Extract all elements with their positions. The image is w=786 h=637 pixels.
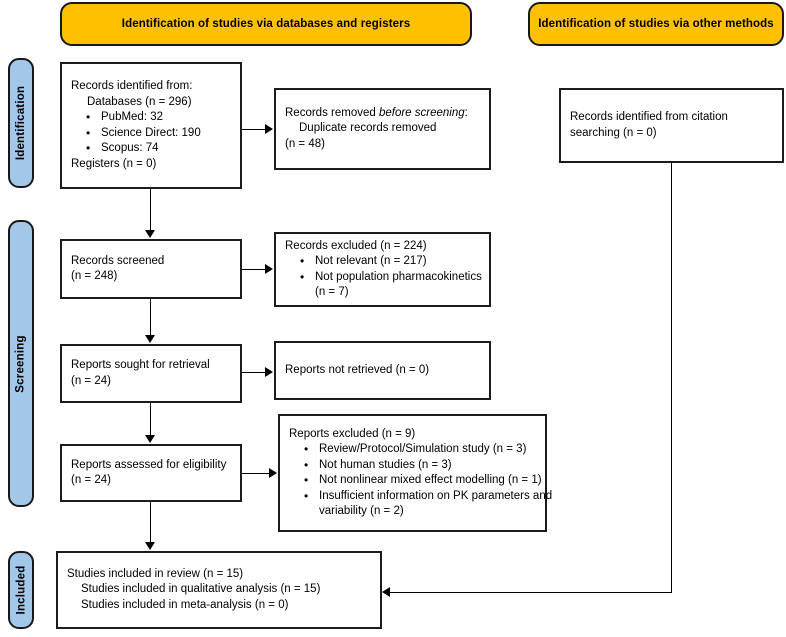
arrowhead-screened-to-sought — [145, 335, 155, 343]
connector-assessed-to-included — [150, 502, 151, 543]
citation-searching-line2: searching (n = 0) — [570, 126, 657, 139]
records-removed-line1-emphasis: before screening — [378, 106, 465, 119]
arrowhead-identified-to-screened — [145, 230, 155, 238]
banner-identification-other-methods: Identification of studies via other meth… — [528, 2, 784, 46]
records-excluded-bullet-not-popk: Not population pharmacokinetics — [285, 270, 482, 286]
studies-included-qualitative: Studies included in qualitative analysis… — [81, 583, 321, 596]
reports-sought-line1: Reports sought for retrieval — [71, 359, 210, 371]
reports-excluded-bullet-not-human: Not human studies (n = 3) — [289, 458, 536, 474]
connector-assessed-to-excluded — [242, 473, 270, 474]
reports-assessed-count: (n = 24) — [71, 474, 111, 486]
connector-identified-to-removed — [242, 129, 266, 130]
stage-label-included-text: Included — [15, 565, 28, 615]
arrowhead-identified-to-removed — [265, 124, 273, 134]
box-records-identified: Records identified from: Databases (n = … — [60, 62, 242, 189]
connector-sought-to-assessed — [150, 403, 151, 436]
records-removed-count: (n = 48) — [285, 137, 325, 150]
stage-label-identification: Identification — [8, 58, 34, 188]
box-reports-not-retrieved: Reports not retrieved (n = 0) — [274, 341, 491, 400]
records-excluded-line1: Records excluded (n = 224) — [285, 239, 427, 252]
reports-excluded-bullet-review: Review/Protocol/Simulation study (n = 3) — [289, 442, 536, 458]
stage-label-screening-text: Screening — [15, 334, 27, 393]
records-identified-bullet-pubmed: PubMed: 32 — [71, 110, 231, 126]
connector-sought-to-not-retrieved — [242, 372, 266, 373]
citation-searching-line1: Records identified from citation — [570, 111, 728, 123]
records-screened-count: (n = 248) — [71, 270, 118, 282]
stage-label-identification-text: Identification — [15, 85, 28, 161]
connector-identified-to-screened — [150, 189, 151, 231]
reports-sought-count: (n = 24) — [71, 374, 111, 387]
arrowhead-assessed-to-included — [145, 542, 155, 550]
reports-excluded-line1: Reports excluded (n = 9) — [289, 427, 416, 440]
arrowhead-citation-to-included — [382, 587, 390, 597]
records-identified-bullet-science-direct: Science Direct: 190 — [71, 126, 231, 142]
banner-identification-databases: Identification of studies via databases … — [60, 2, 472, 46]
connector-screened-to-excluded — [242, 269, 266, 270]
records-removed-line1-prefix: Records removed — [285, 106, 379, 119]
box-records-removed: Records removed before screening: Duplic… — [274, 88, 491, 170]
box-records-screened: Records screened (n = 248) — [60, 239, 242, 299]
box-reports-excluded: Reports excluded (n = 9) Review/Protocol… — [278, 414, 552, 532]
studies-included-review: Studies included in review (n = 15) — [67, 567, 244, 580]
reports-excluded-bullet-insufficient: Insufficient information on PK parameter… — [289, 489, 552, 505]
box-citation-searching: Records identified from citation searchi… — [559, 88, 784, 163]
box-studies-included: Studies included in review (n = 15) Stud… — [56, 551, 382, 629]
box-reports-sought: Reports sought for retrieval (n = 24) — [60, 344, 242, 403]
reports-excluded-bullet-insufficient-cont: variability (n = 2) — [319, 505, 404, 517]
records-identified-line1: Records identified from: — [71, 80, 193, 92]
records-identified-databases: Databases (n = 296) — [87, 95, 192, 108]
stage-label-screening: Screening — [8, 220, 34, 507]
connector-screened-to-sought — [150, 299, 151, 336]
arrowhead-screened-to-excluded — [265, 264, 273, 274]
records-identified-bullet-scopus: Scopus: 74 — [71, 141, 231, 157]
records-removed-line1-suffix: : — [464, 106, 468, 119]
records-removed-line1: Records removed before screening: — [285, 106, 480, 122]
arrowhead-sought-to-assessed — [145, 435, 155, 443]
reports-assessed-line1: Reports assessed for eligibility — [71, 458, 227, 471]
connector-citation-horizontal — [390, 592, 672, 593]
reports-excluded-bullet-not-nlme: Not nonlinear mixed effect modelling (n … — [289, 473, 542, 489]
box-records-excluded: Records excluded (n = 224) Not relevant … — [274, 232, 491, 307]
stage-label-included: Included — [8, 551, 34, 629]
records-excluded-bullet-not-relevant: Not relevant (n = 217) — [285, 254, 480, 270]
records-screened-line1: Records screened — [71, 254, 165, 267]
records-identified-registers: Registers (n = 0) — [71, 157, 157, 170]
connector-citation-vertical — [671, 163, 672, 593]
studies-included-meta: Studies included in meta-analysis (n = 0… — [81, 598, 289, 611]
arrowhead-sought-to-not-retrieved — [265, 367, 273, 377]
records-removed-line2: Duplicate records removed — [299, 122, 437, 135]
arrowhead-assessed-to-excluded — [269, 468, 277, 478]
records-excluded-bullet-not-popk-count: (n = 7) — [315, 286, 349, 298]
box-reports-assessed: Reports assessed for eligibility (n = 24… — [60, 444, 242, 502]
reports-not-retrieved-line1: Reports not retrieved (n = 0) — [285, 363, 430, 376]
